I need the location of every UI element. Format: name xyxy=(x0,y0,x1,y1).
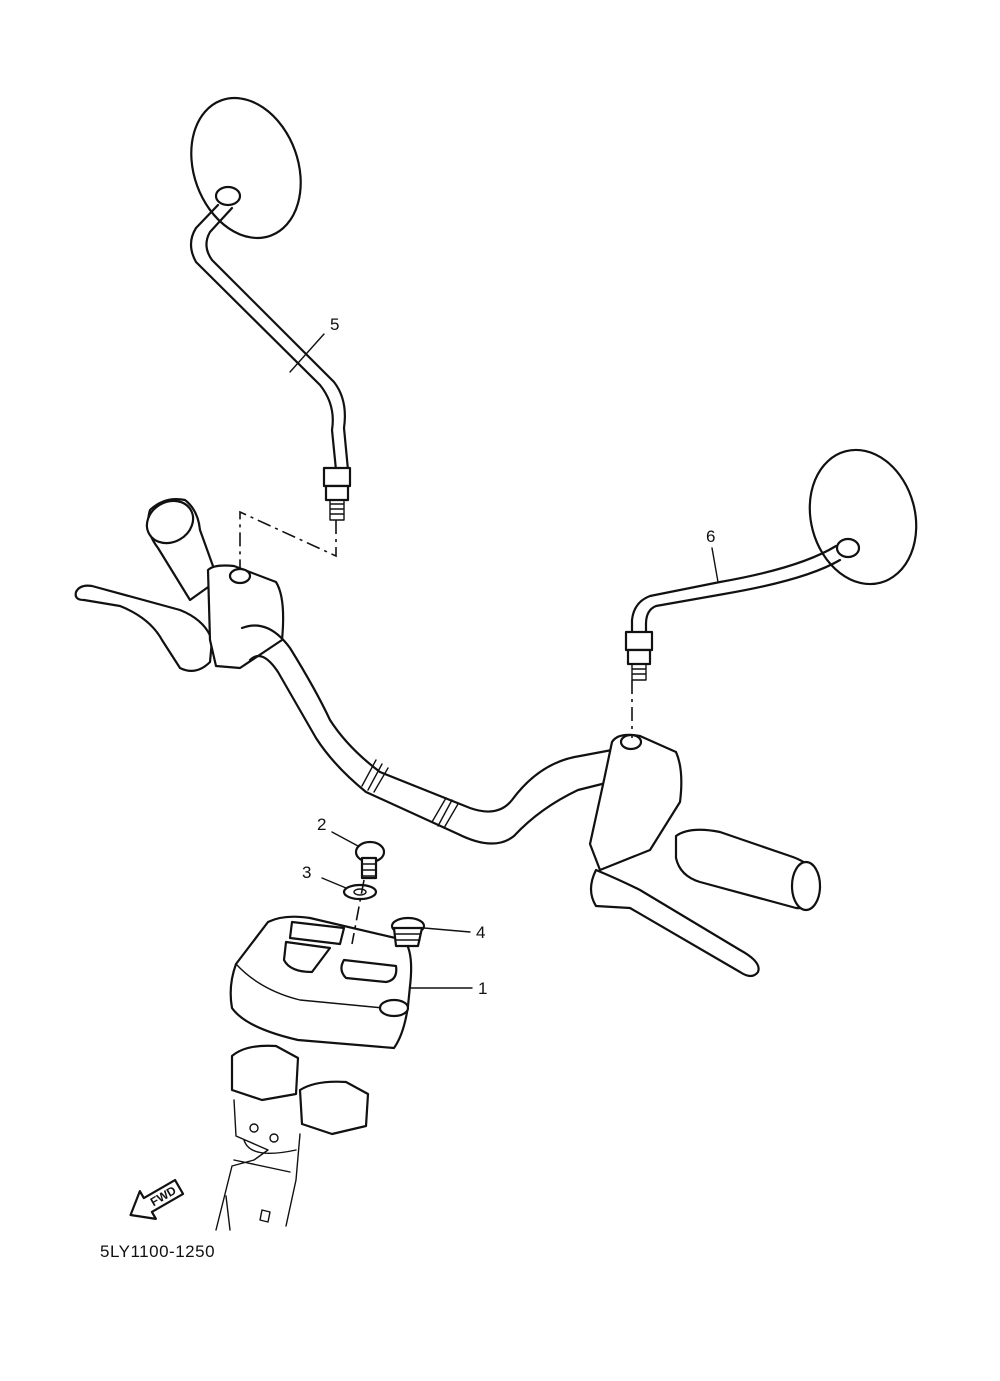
leader-line-2 xyxy=(331,831,359,847)
leader-line-6 xyxy=(711,547,719,583)
bolt xyxy=(354,840,386,880)
callout-1: 1 xyxy=(478,979,487,998)
drawing-code: 5LY1100-1250 xyxy=(100,1242,216,1261)
plug xyxy=(390,916,426,948)
callout-2: 2 xyxy=(317,815,326,834)
callout-6: 6 xyxy=(706,527,715,546)
left-mirror xyxy=(189,96,352,521)
lower-bracket xyxy=(215,1044,370,1231)
callout-4: 4 xyxy=(476,923,485,942)
leader-line-4 xyxy=(423,927,471,933)
fwd-arrow-icon: FWD xyxy=(129,1178,185,1220)
assembly-line-bolt xyxy=(351,879,365,945)
handlebar xyxy=(74,498,822,978)
right-mirror xyxy=(624,448,918,681)
callout-5: 5 xyxy=(330,315,339,334)
callout-3: 3 xyxy=(302,863,311,882)
washer xyxy=(342,883,378,901)
handlebar-holder xyxy=(229,915,413,1050)
leader-line-3 xyxy=(321,877,347,889)
assembly-line-left-mirror xyxy=(239,510,337,570)
leader-line-5 xyxy=(289,333,325,373)
